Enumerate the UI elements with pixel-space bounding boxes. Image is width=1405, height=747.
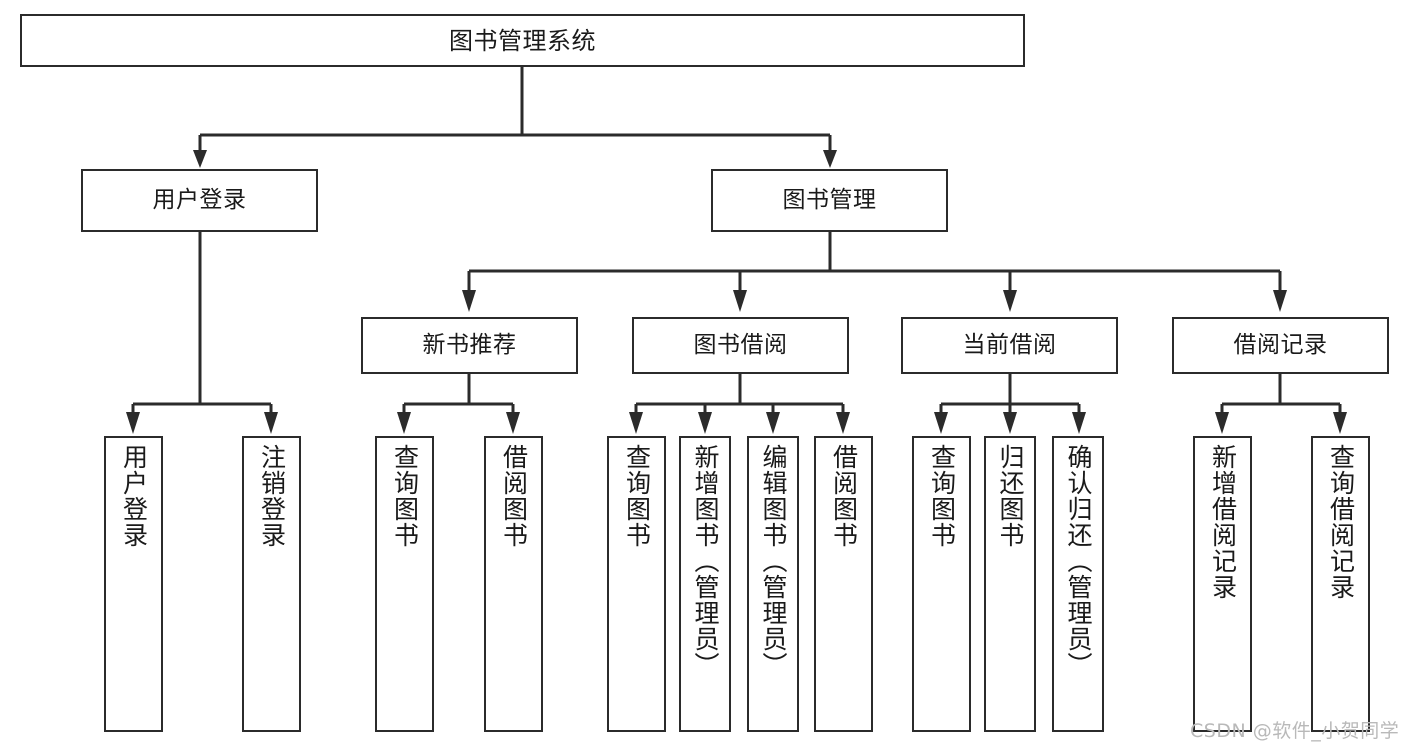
leaf-add-borrow-record[interactable]: 新增借阅记录 <box>1193 436 1252 732</box>
node-label: 借阅记录 <box>1233 332 1328 358</box>
node-label: 借阅图书 <box>829 444 859 548</box>
node-label: 图书管理 <box>782 187 877 213</box>
node-label: 借阅图书 <box>499 444 529 548</box>
node-label: 查询图书 <box>927 444 957 548</box>
node-current-borrow[interactable]: 当前借阅 <box>901 317 1118 374</box>
node-label: 确认归还（管理员） <box>1064 444 1093 678</box>
leaf-query-book-rec[interactable]: 查询图书 <box>375 436 434 732</box>
node-label: 编辑图书（管理员） <box>759 444 788 678</box>
node-label: 图书管理系统 <box>449 26 596 55</box>
watermark-credit: CSDN @软件_小贺同学 <box>1190 720 1400 742</box>
node-label: 归还图书 <box>996 444 1025 548</box>
leaf-user-login[interactable]: 用户登录 <box>104 436 163 732</box>
leaf-query-borrow-record[interactable]: 查询借阅记录 <box>1311 436 1370 732</box>
node-new-book-rec[interactable]: 新书推荐 <box>361 317 578 374</box>
node-book-manage[interactable]: 图书管理 <box>711 169 948 232</box>
leaf-borrow-book[interactable]: 借阅图书 <box>814 436 873 732</box>
node-borrow-record[interactable]: 借阅记录 <box>1172 317 1389 374</box>
node-label: 图书借阅 <box>693 332 788 358</box>
leaf-return-book[interactable]: 归还图书 <box>984 436 1036 732</box>
node-root-system[interactable]: 图书管理系统 <box>20 14 1025 67</box>
node-label: 新增图书（管理员） <box>691 444 720 678</box>
leaf-logout-login[interactable]: 注销登录 <box>242 436 301 732</box>
node-label: 注销登录 <box>257 444 287 548</box>
leaf-query-book-current[interactable]: 查询图书 <box>912 436 971 732</box>
node-user-login[interactable]: 用户登录 <box>81 169 318 232</box>
leaf-confirm-return-admin[interactable]: 确认归还（管理员） <box>1052 436 1104 732</box>
node-book-borrow[interactable]: 图书借阅 <box>632 317 849 374</box>
node-label: 新增借阅记录 <box>1208 444 1238 600</box>
leaf-add-book-admin[interactable]: 新增图书（管理员） <box>679 436 731 732</box>
node-label: 查询图书 <box>622 444 652 548</box>
leaf-borrow-book-rec[interactable]: 借阅图书 <box>484 436 543 732</box>
leaf-edit-book-admin[interactable]: 编辑图书（管理员） <box>747 436 799 732</box>
node-label: 查询图书 <box>390 444 420 548</box>
node-label: 用户登录 <box>119 444 149 548</box>
node-label: 新书推荐 <box>422 332 517 358</box>
node-label: 查询借阅记录 <box>1326 444 1356 600</box>
node-label: 当前借阅 <box>962 332 1057 358</box>
node-label: 用户登录 <box>152 187 247 213</box>
leaf-query-book-borrow[interactable]: 查询图书 <box>607 436 666 732</box>
